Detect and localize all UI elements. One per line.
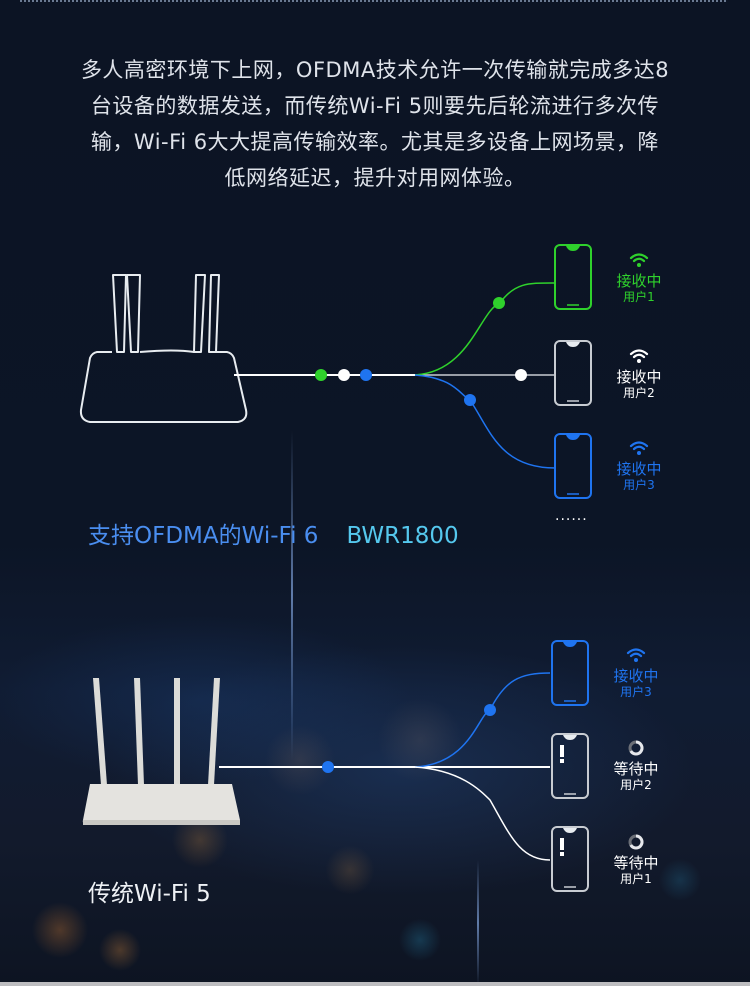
wifi6-caption: 支持OFDMA的Wi-Fi 6 BWR1800 xyxy=(88,516,459,550)
loading-ring-icon xyxy=(601,832,671,852)
device-status: 等待中 用户1 xyxy=(601,832,671,886)
more-devices-ellipsis: ······ xyxy=(555,512,588,528)
wifi6-router-outline-icon xyxy=(79,274,248,423)
status-text: 接收中 xyxy=(616,272,662,290)
phone-icon xyxy=(554,340,592,406)
device-status: 接收中 用户3 xyxy=(601,645,671,699)
wifi-icon xyxy=(604,346,674,366)
city-lights-background xyxy=(0,680,750,980)
user-label: 用户1 xyxy=(623,290,655,304)
wifi6-data-packets xyxy=(315,297,527,406)
wifi-icon xyxy=(604,438,674,458)
model-label: BWR1800 xyxy=(346,523,459,549)
top-dotted-border xyxy=(20,0,728,2)
wifi5-label: 传统Wi-Fi 5 xyxy=(88,881,211,907)
bottom-divider xyxy=(0,982,750,986)
user-label: 用户3 xyxy=(620,685,652,699)
user-label: 用户2 xyxy=(623,386,655,400)
phone-icon xyxy=(554,433,592,499)
status-text: 等待中 xyxy=(613,854,659,872)
intro-line: 多人高密环境下上网，OFDMA技术允许一次传输就完成多达8 xyxy=(80,58,670,82)
wifi6-label: 支持OFDMA的Wi-Fi 6 xyxy=(88,523,319,549)
intro-line: 台设备的数据发送，而传统Wi-Fi 5则要先后轮流进行多次传 xyxy=(90,94,660,118)
phone-icon xyxy=(554,244,592,310)
intro-line: 低网络延迟，提升对用网体验。 xyxy=(224,166,526,190)
wifi6-connection-lines xyxy=(234,282,556,469)
wifi5-connection-lines xyxy=(219,672,551,861)
intro-line: 输，Wi-Fi 6大大提高传输效率。尤其是多设备上网场景，降 xyxy=(90,130,660,154)
phone-icon xyxy=(551,640,589,706)
wifi5-data-packets xyxy=(322,704,496,773)
device-status: 接收中 用户3 xyxy=(604,438,674,492)
device-status: 接收中 用户1 xyxy=(604,250,674,304)
wifi-icon xyxy=(601,645,671,665)
intro-paragraph: 多人高密环境下上网，OFDMA技术允许一次传输就完成多达8 台设备的数据发送，而… xyxy=(40,52,710,196)
device-status: 等待中 用户2 xyxy=(601,738,671,792)
loading-ring-icon xyxy=(601,738,671,758)
user-label: 用户3 xyxy=(623,478,655,492)
light-beam xyxy=(477,860,479,986)
phone-warning-icon xyxy=(551,733,589,799)
device-status: 接收中 用户2 xyxy=(604,346,674,400)
status-text: 接收中 xyxy=(616,460,662,478)
wifi5-router-icon xyxy=(82,678,240,825)
phone-warning-icon xyxy=(551,826,589,892)
user-label: 用户1 xyxy=(620,872,652,886)
light-beam xyxy=(291,430,293,760)
status-text: 等待中 xyxy=(613,760,659,778)
wifi-icon xyxy=(604,250,674,270)
status-text: 接收中 xyxy=(613,667,659,685)
status-text: 接收中 xyxy=(616,368,662,386)
user-label: 用户2 xyxy=(620,778,652,792)
